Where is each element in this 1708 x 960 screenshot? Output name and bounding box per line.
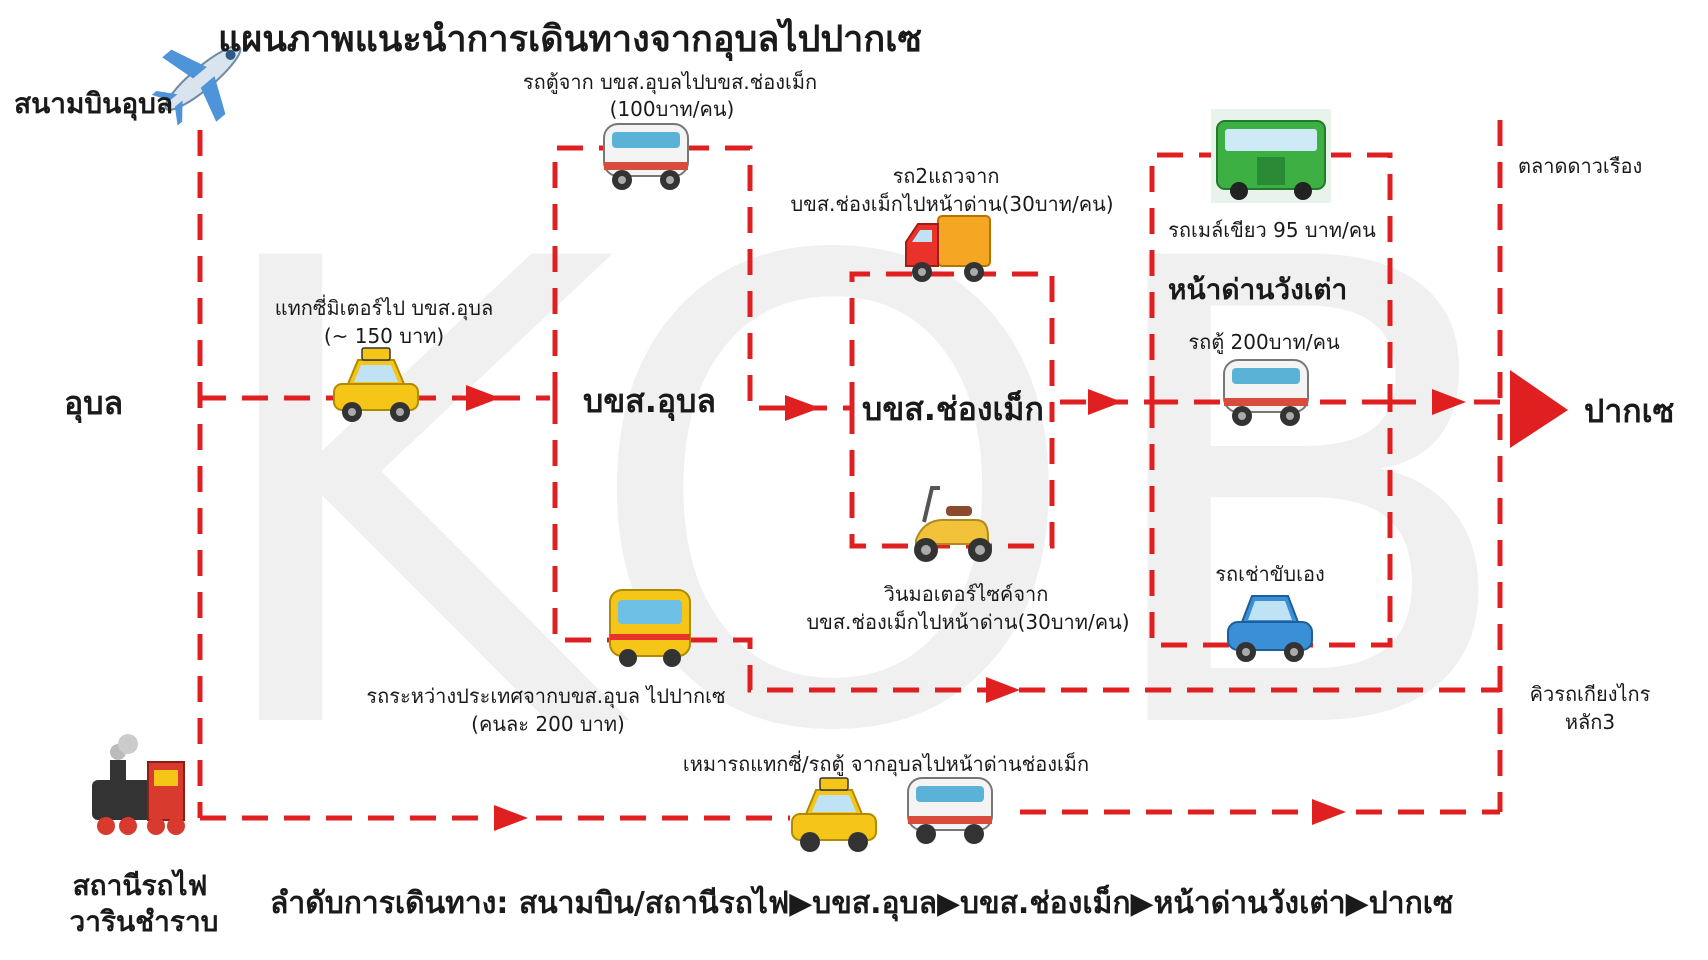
label-van-line2: (100บาท/คน) [609,97,735,121]
label-kiang-line1: คิวรถเกียงไกร [1529,682,1651,706]
songthaew-icon [905,215,991,282]
bus-icon [609,589,691,667]
arrow-chongmek-in [785,395,820,421]
node-ubon: อุบล [64,384,124,422]
van-icon [603,123,689,190]
node-train-line1: สถานีรถไฟ [72,869,208,902]
route-chongmek-songthaew [849,271,1055,408]
label-intl-bus-line1: รถระหว่างประเทศจากบขส.อุบล ไปปากเซ [366,684,726,708]
label-rental-car: รถเช่าขับเอง [1215,562,1325,586]
label-green-bus: รถเมล์เขียว 95 บาท/คน [1168,218,1376,242]
train-icon [92,734,185,835]
label-daoruang: ตลาดดาวเรือง [1518,154,1643,178]
arrow-intl [986,677,1020,703]
label-van-line1: รถตู้จาก บขส.อุบลไปบขส.ช่องเม็ก [522,70,818,94]
label-moto-line2: บขส.ช่องเม็กไปหน้าด่าน(30บาท/คน) [806,610,1130,634]
taxi-icon-charter [791,777,877,852]
node-bus-ubon: บขส.อุบล [583,382,717,420]
airplane-icon [151,45,242,126]
route-busubon-van [552,145,850,411]
label-moto-line1: วินมอเตอร์ไซค์จาก [883,582,1049,606]
label-charter: เหมารถแทกซี่/รถตู้ จากอุบลไปหน้าด่านช่อง… [682,752,1090,776]
car-icon [1227,595,1313,662]
route-wangtao-greenbus [1149,152,1393,402]
node-airport: สนามบินอุบล [14,87,174,120]
pakse-big-arrow [1510,370,1568,448]
label-songthaew-line2: บขส.ช่องเม็กไปหน้าด่าน(30บาท/คน) [790,192,1114,216]
watermark: KOB [196,126,1524,871]
arrow-wangtao-in [1088,389,1122,415]
travel-sequence: ลำดับการเดินทาง: สนามบิน/สถานีรถไฟ▶บขส.อ… [270,886,1454,921]
taxi-icon [333,347,419,422]
label-kiang-line2: หลัก3 [1564,710,1616,734]
label-taxi-line1: แทกซี่มิเตอร์ไป บขส.อุบล [274,296,494,320]
arrow-pakse-in [1432,389,1466,415]
arrow-charter-right [1312,799,1346,825]
node-train-line2: วารินชำราบ [69,905,219,938]
route-arrows [466,370,1568,831]
green-bus-icon [1211,109,1331,203]
label-wangtao-van: รถตู้ 200บาท/คน [1188,330,1340,354]
node-wangtao: หน้าด่านวังเต่า [1168,273,1348,306]
label-songthaew-line1: รถ2แถวจาก [892,164,1000,188]
label-intl-bus-line2: (คนละ 200 บาท) [471,712,625,736]
node-pakse: ปากเซ [1584,392,1675,430]
scooter-icon [914,486,992,562]
arrow-ubon [466,385,500,411]
arrow-charter-left [494,805,528,831]
van-icon-charter [907,777,993,844]
label-taxi-line2: (~ 150 บาท) [323,324,445,348]
van-icon-wangtao [1223,359,1309,426]
node-bus-chongmek: บขส.ช่องเม็ก [862,390,1044,428]
page-title: แผนภาพแนะนำการเดินทางจากอุบลไปปากเซ [218,19,922,60]
